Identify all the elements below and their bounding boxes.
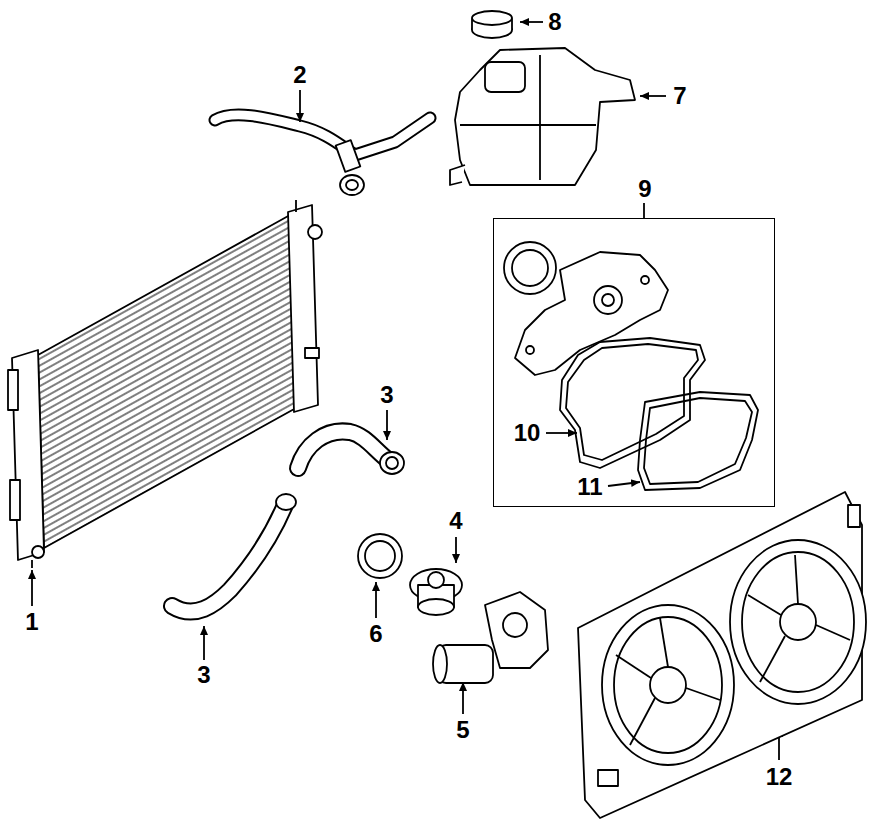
- callout-number: 11: [577, 473, 602, 501]
- callout-number: 3: [197, 661, 210, 689]
- callout-number: 7: [673, 82, 686, 110]
- callout-number: 2: [293, 61, 306, 89]
- callout-number: 12: [766, 763, 793, 791]
- callout-number: 5: [456, 716, 469, 744]
- callout-number: 8: [548, 8, 561, 36]
- callout-number: 9: [638, 175, 651, 203]
- callout-number: 1: [25, 608, 38, 636]
- callout-number: 4: [449, 507, 462, 535]
- callout-number: 3: [380, 381, 393, 409]
- group-box: 9: [493, 218, 775, 507]
- callout-number: 10: [514, 419, 541, 447]
- callout-number: 6: [369, 620, 382, 648]
